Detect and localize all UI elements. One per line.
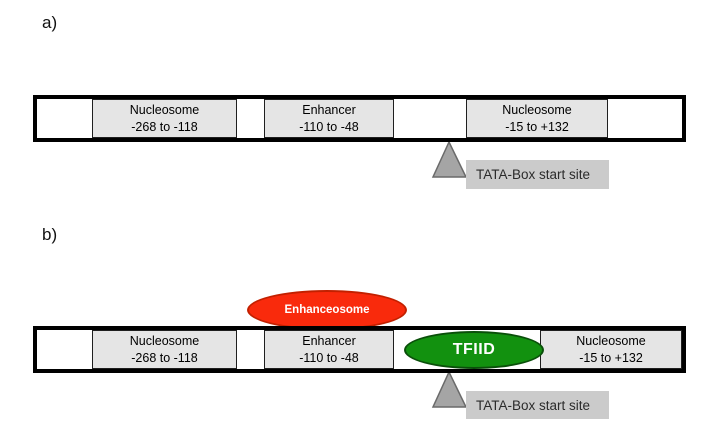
segment-range: -268 to -118	[131, 119, 198, 134]
segment-name: Enhancer	[302, 103, 356, 118]
tata-box-start-site-label-a: TATA-Box start site	[466, 160, 609, 189]
enhanceosome-ellipse: Enhanceosome	[247, 290, 407, 330]
tfiid-ellipse: TFIID	[404, 331, 544, 369]
nucleosome-downstream-segment-a: Nucleosome -15 to +132	[466, 99, 608, 138]
segment-name: Enhancer	[302, 334, 356, 349]
enhancer-segment-b: Enhancer -110 to -48	[264, 330, 394, 369]
panel-a-label: a)	[42, 13, 58, 32]
tata-box-pointer-triangle-a	[431, 140, 468, 178]
enhancer-segment-a: Enhancer -110 to -48	[264, 99, 394, 138]
segment-range: -268 to -118	[131, 350, 198, 365]
triangle-shape	[431, 140, 468, 178]
segment-name: Nucleosome	[129, 103, 200, 118]
dna-bar-b: Nucleosome -268 to -118 Enhancer -110 to…	[33, 326, 686, 373]
nucleosome-upstream-segment-b: Nucleosome -268 to -118	[92, 330, 237, 369]
segment-range: -15 to +132	[579, 350, 643, 365]
segment-range: -15 to +132	[505, 119, 569, 134]
tata-box-start-site-label-b: TATA-Box start site	[466, 391, 609, 419]
panel-b-label: b)	[42, 225, 58, 244]
segment-range: -110 to -48	[299, 119, 359, 134]
tata-box-pointer-triangle-b	[431, 370, 468, 408]
segment-name: Nucleosome	[129, 334, 200, 349]
triangle-shape	[431, 370, 468, 408]
tfiid-label: TFIID	[452, 341, 496, 358]
segment-range: -110 to -48	[299, 350, 359, 365]
segment-name: Nucleosome	[576, 334, 646, 349]
dna-bar-a: Nucleosome -268 to -118 Enhancer -110 to…	[33, 95, 686, 142]
enhanceosome-label: Enhanceosome	[284, 304, 370, 316]
nucleosome-downstream-segment-b: Nucleosome -15 to +132	[540, 330, 682, 369]
nucleosome-upstream-segment-a: Nucleosome -268 to -118	[92, 99, 237, 138]
segment-name: Nucleosome	[502, 103, 572, 118]
